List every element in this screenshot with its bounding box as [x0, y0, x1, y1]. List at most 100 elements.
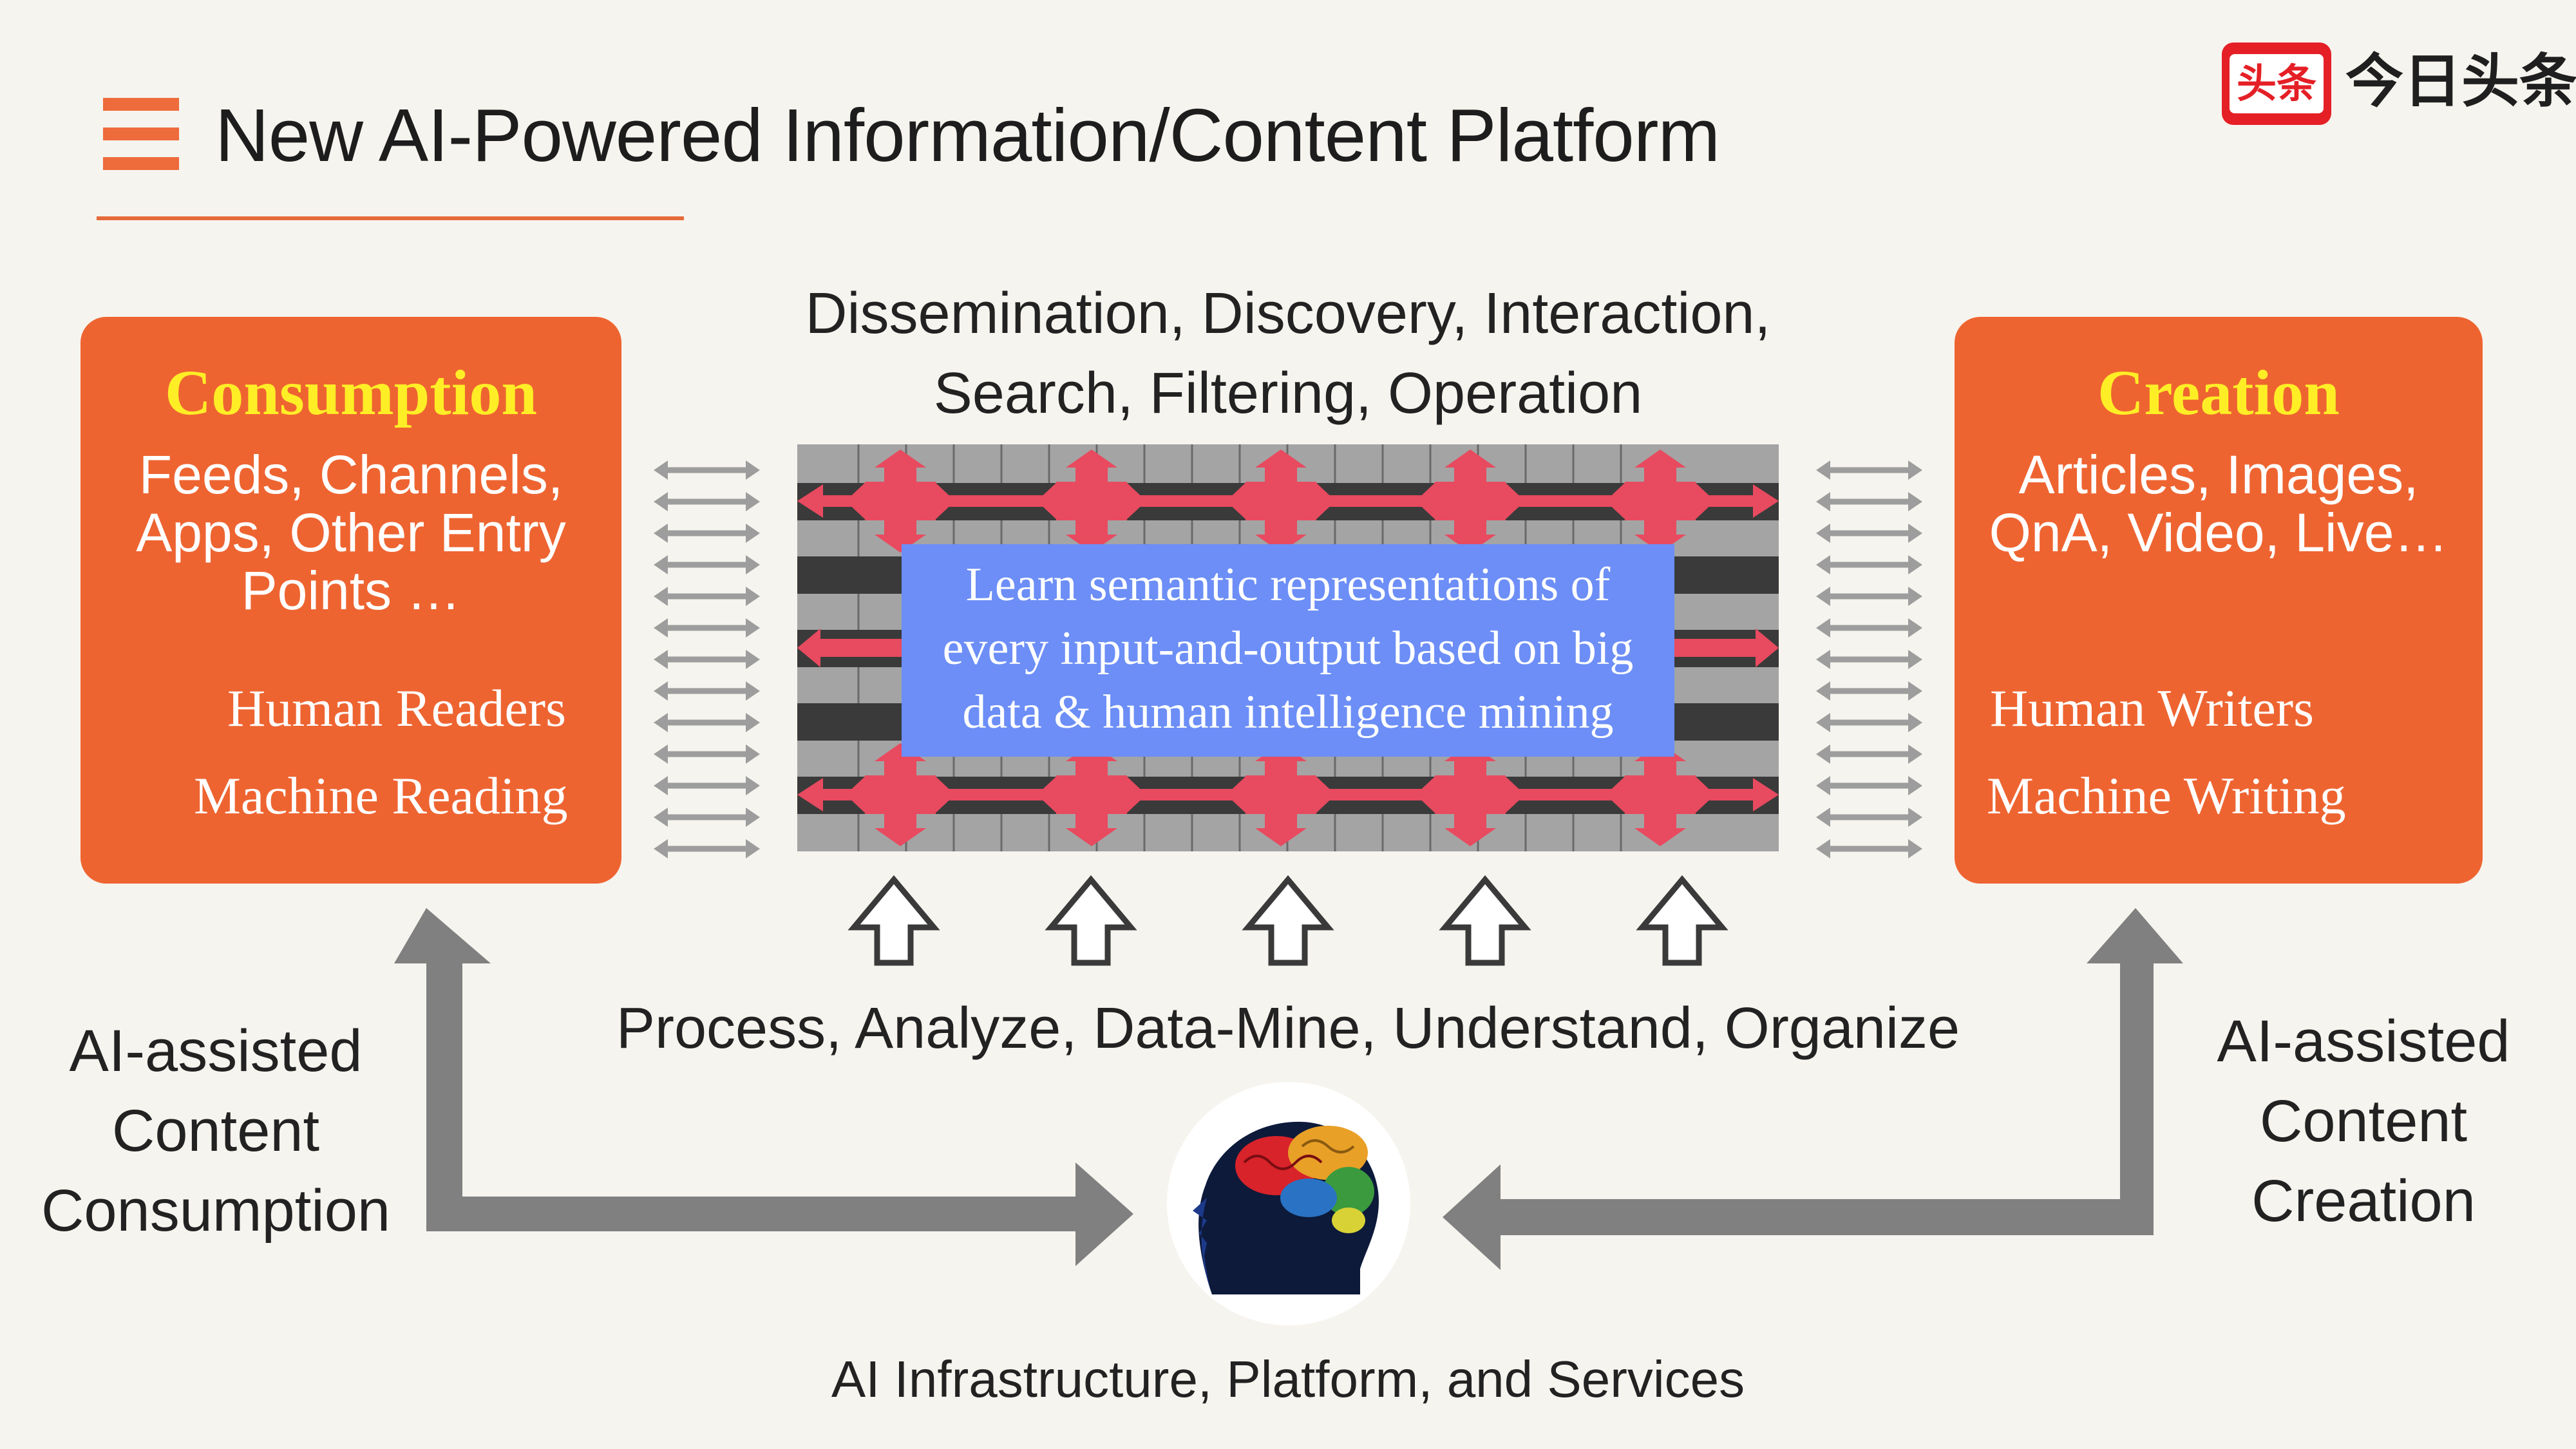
double-arrow-head — [746, 839, 760, 858]
logo-text: 今日头条 — [2345, 48, 2576, 115]
double-arrow-head — [746, 524, 760, 543]
double-arrow-head — [1908, 460, 1922, 480]
hollow-up-arrow-icon — [1439, 875, 1531, 966]
grid-cross-head — [934, 775, 955, 814]
double-arrow-head — [746, 650, 760, 669]
grid-cross-head — [1605, 482, 1626, 520]
consumption-panel: Consumption Feeds, Channels, Apps, Other… — [80, 317, 621, 884]
double-arrow-head — [746, 808, 760, 827]
semantic-representation-box: Learn semantic representations of every … — [902, 544, 1674, 757]
grid-cross-head — [1444, 535, 1496, 553]
double-arrow-head — [746, 713, 760, 732]
grid-cross-head — [1126, 775, 1146, 814]
consumption-entry-points: Feeds, Channels, Apps, Other Entry Point… — [136, 444, 566, 621]
hollow-up-arrow-icon — [848, 875, 940, 966]
grid-cross-head — [1694, 775, 1715, 814]
double-arrow-head — [1816, 650, 1830, 669]
grid-cross-head — [875, 450, 926, 468]
bidirectional-arrows-right — [1816, 460, 1922, 858]
grid-cross-head — [875, 743, 926, 761]
grid-cross — [1056, 775, 1127, 814]
grid-cross-head — [875, 535, 926, 553]
grid-cross-head — [1504, 482, 1525, 520]
double-arrow-head — [746, 776, 760, 795]
double-arrow-head — [654, 808, 668, 827]
hollow-up-arrow-icon — [1242, 875, 1334, 966]
grid-cross — [1056, 482, 1127, 520]
grid-cross-head — [1416, 482, 1436, 520]
grid-cross — [1435, 775, 1506, 814]
consumption-heading: Consumption — [165, 357, 537, 428]
grid-cross-head — [846, 775, 866, 814]
logo-badge: 头条 — [2222, 43, 2331, 125]
hollow-up-arrows — [848, 875, 1728, 966]
double-arrow-head — [1908, 650, 1922, 669]
double-arrow-head — [1908, 839, 1922, 858]
grid-cross-head — [1605, 775, 1626, 814]
grid-cross-head — [1255, 828, 1307, 846]
machine-reading-label: Machine Reading — [194, 766, 568, 825]
double-arrow-head — [654, 744, 668, 764]
grid-cross-head — [1066, 828, 1117, 846]
hollow-up-arrow-icon — [1636, 875, 1728, 966]
grid-cross-head — [1444, 828, 1496, 846]
double-arrow-head — [1816, 460, 1830, 480]
double-arrow-head — [1816, 492, 1830, 511]
creation-heading: Creation — [2098, 357, 2340, 428]
double-arrow-head — [1816, 713, 1830, 732]
ai-assisted-creation-caption: AI-assisted Content Creation — [2217, 1009, 2510, 1234]
grid-cross-head — [1444, 450, 1496, 468]
right-connector-arrow — [1443, 908, 2183, 1270]
double-arrow-head — [746, 681, 760, 701]
dissemination-caption-line-1: Dissemination, Discovery, Interaction, — [805, 281, 1771, 346]
double-arrow-head — [654, 713, 668, 732]
double-arrow-head — [746, 492, 760, 511]
double-arrow-head — [1908, 587, 1922, 606]
human-readers-label: Human Readers — [227, 679, 566, 737]
machine-writing-label: Machine Writing — [1987, 766, 2346, 825]
grid-cross-head — [875, 828, 926, 846]
double-arrow-head — [1908, 808, 1922, 827]
grid-cross — [1245, 775, 1316, 814]
double-arrow-head — [1816, 839, 1830, 858]
double-arrow-head — [1908, 618, 1922, 638]
double-arrow-head — [654, 839, 668, 858]
double-arrow-head — [654, 618, 668, 638]
double-arrow-head — [654, 776, 668, 795]
grid-cross-head — [846, 482, 866, 520]
grid-cross-head — [1255, 450, 1307, 468]
grid-cross-head — [1066, 450, 1117, 468]
double-arrow-head — [654, 681, 668, 701]
double-arrow-head — [654, 460, 668, 480]
toutiao-logo: 头条 今日头条 — [2213, 35, 2576, 131]
double-arrow-head — [654, 650, 668, 669]
grid-cross-head — [1504, 775, 1525, 814]
grid-arrowhead — [1753, 484, 1779, 518]
grid-cross-head — [1315, 482, 1336, 520]
title-underline — [97, 216, 684, 220]
double-arrow-head — [746, 587, 760, 606]
double-arrow-head — [746, 618, 760, 638]
ai-infrastructure-caption: AI Infrastructure, Platform, and Service… — [831, 1350, 1745, 1408]
double-arrow-head — [654, 492, 668, 511]
double-arrow-head — [1816, 776, 1830, 795]
menu-icon[interactable] — [103, 98, 179, 170]
grid-arrowhead — [797, 629, 820, 667]
bidirectional-arrows-left — [654, 460, 760, 858]
grid-cross — [1625, 482, 1696, 520]
grid-cross-head — [1037, 482, 1057, 520]
grid-arrowhead — [1756, 629, 1779, 667]
grid-cross-head — [1226, 775, 1247, 814]
grid-cross — [865, 775, 936, 814]
double-arrow-head — [654, 555, 668, 574]
dissemination-caption-line-2: Search, Filtering, Operation — [933, 361, 1643, 426]
double-arrow-head — [654, 587, 668, 606]
grid-cross — [1245, 482, 1316, 520]
grid-cross-head — [1634, 535, 1686, 553]
grid-cross-head — [1066, 535, 1117, 553]
double-arrow-head — [1908, 681, 1922, 701]
double-arrow-head — [1816, 618, 1830, 638]
double-arrow-head — [1816, 555, 1830, 574]
grid-cross-head — [1315, 775, 1336, 814]
